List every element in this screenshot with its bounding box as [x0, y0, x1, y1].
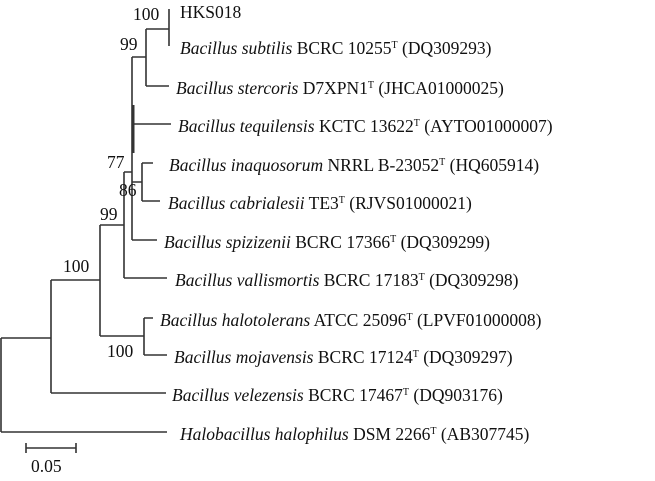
bootstrap-value: 100	[133, 4, 160, 24]
bootstrap-value: 99	[100, 204, 118, 224]
leaf-label: Bacillus inaquosorum NRRL B-23052T (HQ60…	[169, 155, 540, 175]
leaf-label: Bacillus subtilis BCRC 10255T (DQ309293)	[180, 38, 492, 58]
bootstrap-value: 77	[107, 152, 125, 172]
bootstrap-value: 99	[120, 34, 138, 54]
bootstrap-value: 86	[119, 180, 137, 200]
leaf-label: Bacillus stercoris D7XPN1T (JHCA01000025…	[176, 78, 504, 98]
leaf-label: Bacillus tequilensis KCTC 13622T (AYTO01…	[178, 116, 553, 136]
leaf-label: HKS018	[180, 2, 242, 22]
bootstrap-value: 100	[63, 256, 90, 276]
leaf-label: Bacillus vallismortis BCRC 17183T (DQ309…	[175, 270, 519, 290]
leaf-label: Bacillus mojavensis BCRC 17124T (DQ30929…	[174, 347, 513, 367]
leaf-label: Bacillus halotolerans ATCC 25096T (LPVF0…	[160, 310, 542, 330]
leaf-label: Bacillus spizizenii BCRC 17366T (DQ30929…	[164, 232, 490, 252]
leaf-label: Halobacillus halophilus DSM 2266T (AB307…	[180, 424, 530, 444]
bootstrap-value: 100	[107, 341, 134, 361]
leaf-label: Bacillus cabrialesii TE3T (RJVS01000021)	[168, 193, 472, 213]
scale-bar-label: 0.05	[31, 456, 62, 476]
leaf-label: Bacillus velezensis BCRC 17467T (DQ90317…	[172, 385, 503, 405]
